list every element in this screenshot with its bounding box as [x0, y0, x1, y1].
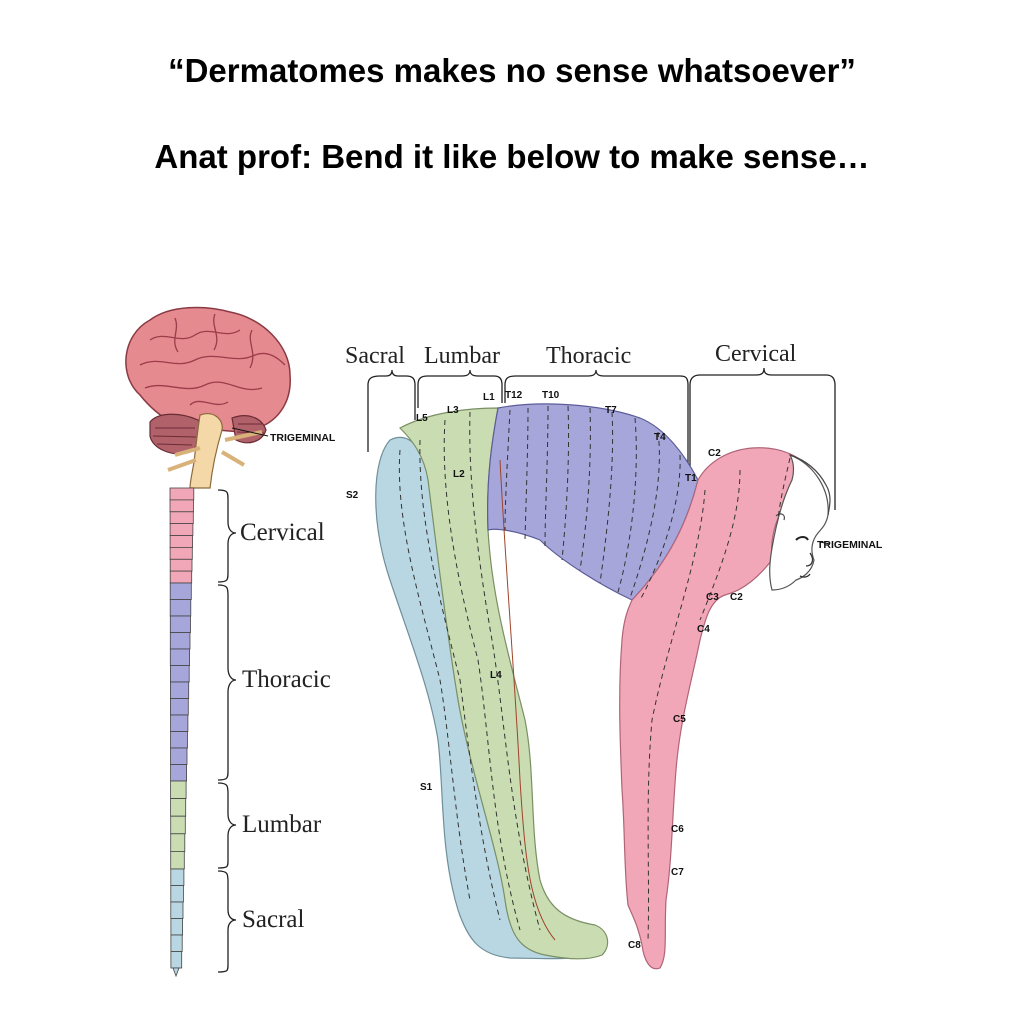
cord-segment-lumbar	[171, 851, 185, 869]
label-l5: L5	[416, 413, 428, 424]
label-c3: C3	[706, 592, 719, 603]
cord-segment-thoracic	[171, 765, 187, 782]
trigeminal-label-right: TRIGEMINAL	[817, 539, 883, 551]
spine-label-thoracic: Thoracic	[242, 666, 331, 693]
cord-segment-cervical	[170, 500, 194, 512]
spine-label-lumbar: Lumbar	[242, 811, 322, 838]
cord-tip	[173, 968, 179, 976]
cord-segment-lumbar	[171, 816, 186, 834]
cord-segment-sacral	[171, 902, 183, 919]
cord-segment-lumbar	[171, 799, 186, 817]
cord-segment-sacral	[171, 886, 184, 903]
label-t10: T10	[542, 390, 560, 401]
spine-label-sacral: Sacral	[242, 906, 305, 933]
body-label-sacral: Sacral	[345, 343, 405, 369]
label-l4: L4	[490, 670, 502, 681]
cord-segment-lumbar	[171, 834, 185, 852]
cord-segment-cervical	[170, 547, 192, 559]
body-label-thoracic: Thoracic	[546, 343, 631, 369]
cord-segment-thoracic	[170, 633, 190, 650]
cord-segment-cervical	[170, 488, 194, 500]
cord-segment-sacral	[171, 919, 183, 936]
trigeminal-label-left: TRIGEMINAL	[270, 432, 336, 444]
label-l2: L2	[453, 469, 465, 480]
spinal-cord	[170, 488, 194, 976]
cord-segment-cervical	[170, 536, 193, 548]
label-c8: C8	[628, 940, 641, 951]
cord-segment-thoracic	[171, 732, 188, 749]
label-s2: S2	[346, 490, 359, 501]
label-t7: T7	[605, 405, 617, 416]
label-c5: C5	[673, 714, 686, 725]
cord-segment-thoracic	[170, 682, 188, 699]
cord-segment-sacral	[171, 952, 182, 969]
spine-label-cervical: Cervical	[240, 519, 325, 546]
cord-segment-cervical	[170, 571, 192, 583]
cord-segment-thoracic	[170, 616, 190, 633]
cord-segment-lumbar	[171, 781, 187, 799]
label-c2: C2	[730, 592, 743, 603]
label-c6: C6	[671, 824, 684, 835]
label-t4: T4	[654, 432, 666, 443]
bent-figure: Sacral Lumbar Thoracic Cervical	[345, 341, 883, 969]
label-l1: L1	[483, 392, 495, 403]
label-t1: T1	[685, 473, 697, 484]
cord-segment-thoracic	[170, 649, 189, 666]
cord-segment-cervical	[170, 512, 193, 524]
cord-segment-thoracic	[171, 715, 188, 732]
cord-segment-thoracic	[170, 666, 189, 683]
cord-segment-thoracic	[170, 699, 188, 716]
brain-and-spinal-cord: TRIGEMINAL Cervical Thoracic Lumbar Sacr…	[126, 307, 336, 976]
label-c4: C4	[697, 624, 710, 635]
body-label-cervical: Cervical	[715, 341, 797, 367]
cord-segment-cervical	[170, 524, 193, 536]
cord-segment-sacral	[171, 935, 182, 952]
cord-segment-thoracic	[171, 748, 188, 765]
cord-segment-thoracic	[170, 583, 191, 600]
label-t12: T12	[505, 390, 523, 401]
body-label-lumbar: Lumbar	[424, 343, 500, 369]
label-c2-top: C2	[708, 448, 721, 459]
cord-segment-thoracic	[170, 600, 191, 617]
label-l3: L3	[447, 405, 459, 416]
label-c7: C7	[671, 867, 684, 878]
cord-segment-sacral	[171, 869, 184, 886]
label-s1: S1	[420, 782, 433, 793]
cord-segment-cervical	[170, 559, 192, 571]
